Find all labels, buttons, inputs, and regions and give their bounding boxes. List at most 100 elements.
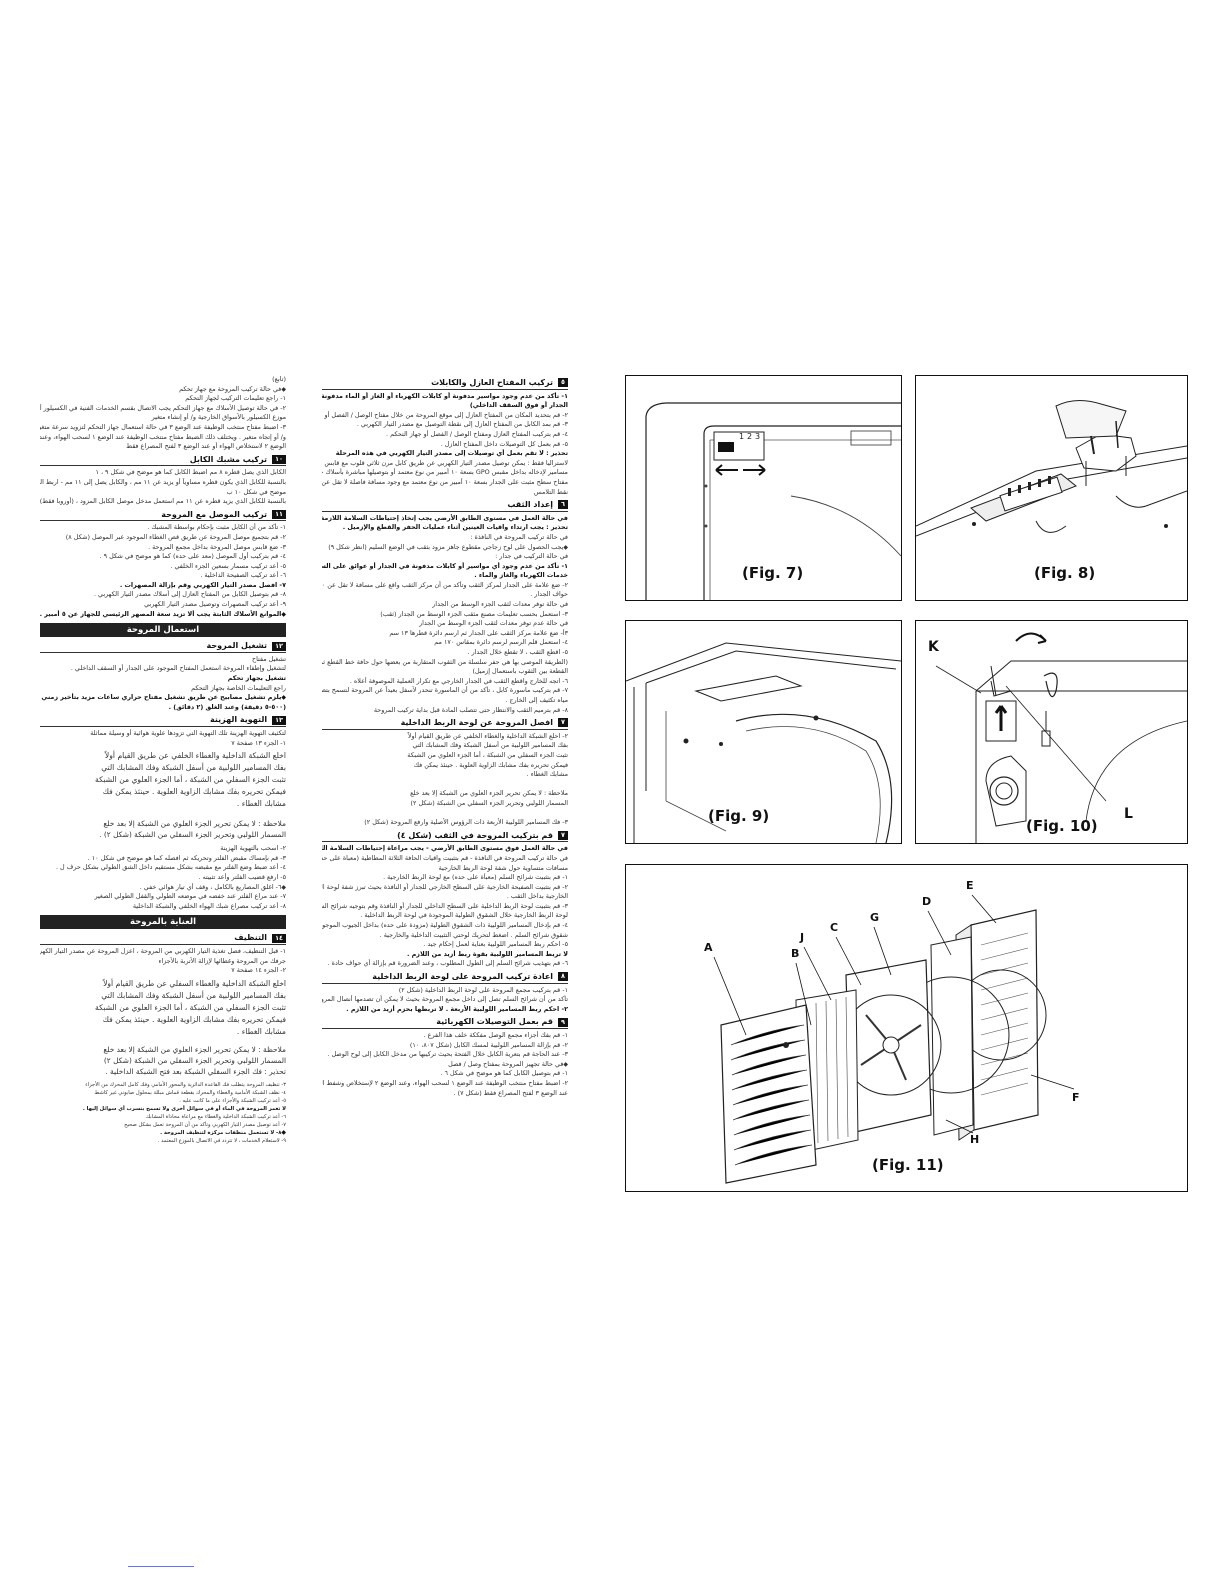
- text-line: المسمار اللولبي وتحرير الجزء السفلي من ا…: [410, 798, 569, 807]
- text-line: ٤- قم بإدخال المسامير اللولبية ذات الشقو…: [322, 921, 568, 930]
- text-line: ٤- قم بتركيب المفتاح العازل ومفتاح الوصل…: [386, 429, 568, 438]
- text-line: ٢- قم بإزالة المسامير اللولبية لمسك الكا…: [409, 1040, 568, 1049]
- text-line: في حالة تركيب المروحة في النافذة :: [470, 532, 568, 541]
- text-line: لتشغيل وإطفاء المروحة استعمل المفتاح الم…: [70, 664, 286, 673]
- note-block: ملاحظة : لا يمكن تحرير الجزء العلوي من ا…: [40, 1044, 286, 1077]
- text-line: ٩- أعد تركيب المصهرات وتوصيل مصدر التيار…: [144, 600, 286, 609]
- text-line: تحذير : يجب ارتداء واقيات العينين أثناء …: [342, 523, 568, 532]
- text-line: فيمكن تحريره بفك مشابك الزاوية العلوية .…: [102, 1014, 286, 1024]
- section-number: ٥: [558, 378, 568, 388]
- text-line: تشغيل بجهاز تحكم: [227, 674, 286, 683]
- figure-10-caption: (Fig. 10): [1026, 817, 1098, 835]
- text-line: تثبت الجزء السفلي من الشبكة ، أما الجزء …: [95, 775, 286, 785]
- text-line: ١- قم بتركيب مجمع المروحة على لوحة الربط…: [398, 985, 568, 994]
- text-line: تأكد من أن شرائح السلم تصل إلى داخل مجمع…: [322, 995, 568, 1004]
- text-line: الوضع ٢ لاستخلاص الهواء أو عند الوضع ٣ ل…: [126, 442, 286, 451]
- text-line: اخلع الشبكة الداخلية والغطاء السفلي عن ط…: [103, 978, 286, 988]
- figure-7-panel: 1 2 3 (Fig. 7): [625, 375, 902, 601]
- text-line: مسامير لإدخاله بداخل مقبس GPO بسعة ١٠ أم…: [322, 468, 568, 477]
- text-line: الجدار أو فوق السقف الداخلي): [469, 401, 568, 410]
- figure-8-drawing: [916, 400, 1187, 537]
- switch-label-2: 2: [747, 432, 753, 441]
- label-g: G: [870, 911, 880, 924]
- section-number: ١٤: [272, 933, 286, 943]
- text-line: ١- تأكد من عدم وجود أي مواسير أو كابلات …: [322, 561, 568, 570]
- text-line: مشابك الغطاء .: [236, 1026, 286, 1036]
- text-line: موزع الكسيلور بالأسواق الخارجية و/ أو إن…: [151, 413, 286, 422]
- section-number: ١٢: [272, 641, 286, 651]
- section-number: ٧: [558, 718, 568, 728]
- text-line: القطعة بين الثقوب باستعمال إزميل): [472, 667, 568, 676]
- section-number: ١١: [272, 510, 286, 520]
- figure-7-drawing: [645, 402, 901, 600]
- text-line: (٥٠٠-٥ دقيقة) وعند الغلق (٢ دقائق) .: [168, 702, 286, 711]
- text-line: بالنسبة للكابل الذي يزيد قطره عن ١١ مم ا…: [40, 497, 286, 506]
- text-line: بفك المسامير اللولبية من أسفل الشبكة وفك…: [101, 990, 286, 1000]
- section-title: قم بعمل التوصيلات الكهربائية: [436, 1017, 554, 1027]
- text-line: (الطريقة الموصى بها هي حفر سلسلة من الثق…: [322, 657, 568, 666]
- text-line: مياه تكثيف إلى الخارج .: [505, 696, 568, 704]
- text-line: المسمار اللولبي وتحرير الجزء السفلي من ا…: [103, 1055, 286, 1065]
- text-line: لوحة الربط الخارجية خلال الشقوق الطولية …: [360, 911, 568, 920]
- text-line: مفتاح سطح مثبت على الجدار بسعة ١٠ أمبير …: [322, 477, 568, 486]
- section-title: تركيب الموصل مع المروحة: [161, 509, 268, 519]
- text-line: تحذير : لا تقم بعمل أي توصيلات إلى مصدر …: [335, 449, 568, 458]
- text-line: ٨- قم بتوصيل الكابل من المفتاح العازل إل…: [93, 590, 286, 599]
- label-f: F: [1072, 1091, 1080, 1104]
- text-line: بفك المسامير اللولبية من أسفل الشبكة وفك…: [412, 741, 569, 750]
- text-line: ٩- لاستعلام الخدمات ، لا تتردد في الاتصا…: [157, 1137, 286, 1144]
- left-text-column: (تابع)في حالة تركيب المروحة مع جهاز تحكم…: [40, 375, 286, 1145]
- text-line: يلزم تشغيل مصابيح عن طريق تشغيل مفتاح حر…: [40, 693, 286, 703]
- text-line: ٤- نظف الشبكة الأمامية والغطاء والمحرك ب…: [94, 1089, 286, 1096]
- section-title: التنظيف: [234, 933, 268, 943]
- text-line: مسافات متساوية حول شفة لوحة الربط الخارج…: [438, 863, 568, 872]
- text-line: لا تغمر المروحة في الماء أو في سوائل أخر…: [82, 1105, 286, 1112]
- section-number: ٧: [558, 831, 568, 841]
- text-line: مشابك الغطاء .: [236, 799, 286, 809]
- text-line: ١- تأكد من عدم وجود مواسير مدفونة أو كاب…: [322, 391, 568, 400]
- text-line: في حالة تركيب المروحة مع جهاز تحكم: [40, 385, 286, 395]
- text-line: ٧- أعد توصيل مصدر التيار الكهربي وتأكد م…: [124, 1121, 286, 1128]
- figure-8-caption: (Fig. 8): [1034, 564, 1096, 582]
- section-title: إعداد الثقب: [507, 500, 554, 510]
- text-line: تثبت الجزء السفلي من الشبكة ، أما الجزء …: [95, 1002, 286, 1012]
- text-line: يجب الحصول على لوح زجاجي مقطوع جاهز مزود…: [322, 543, 568, 553]
- text-line: ٢- احكم ربط المسامير اللولبية الأربعة . …: [346, 1004, 568, 1013]
- section-number: ٨: [558, 972, 568, 982]
- text-line: ٢- قم بتثبيت الصفيحة الخارجية على السطح …: [322, 882, 568, 891]
- text-line: ٣- قم بإمساك مقبض الفلتر وتحريكه ثم افصل…: [87, 853, 286, 862]
- text-line: تثبت الجزء السفلي من الشبكة ، أما الجزء …: [407, 750, 568, 759]
- text-line: ٢- احلع الشبكة الداخلية والغطاء الخلفي ع…: [407, 731, 568, 740]
- text-line: ٥- أعد تركيب الشبكة والأجزاء على ما كانت…: [179, 1097, 286, 1104]
- section-number: ١٠: [272, 455, 286, 465]
- text-line: ٦- أعد تركيب الشبكة الداخلية والغطاء مع …: [145, 1113, 286, 1120]
- small-notes: ٣- تنظيف المروحة يتطلب فك القاعدة الدائر…: [40, 1081, 286, 1145]
- section-heading: ٨ اعادة تركيب المروحة على لوحة الربط الدا…: [322, 972, 568, 984]
- text-line: ملاحظة : لا يمكن تحرير الجزء العلوي من ا…: [103, 1044, 286, 1054]
- text-line: ٣- قم بتثبيت لوحة الربط الداخلية على الس…: [322, 901, 568, 910]
- text-line: ٤- أعد ضبط وضع الفلتر مع مقبضه بشكل مستق…: [55, 863, 286, 872]
- label-d: D: [922, 895, 932, 908]
- section-band: العناية بالمروحة: [40, 915, 286, 930]
- text-line: ٣- فك المسامير اللولبية الأربعة ذات الرؤ…: [364, 818, 568, 827]
- text-line: الخارجية بداخل الثقب .: [506, 892, 568, 901]
- text-line: ٢- اضبط مفتاح منتخب الوظيفة عند الوضع ١ …: [322, 1078, 568, 1087]
- text-line: الكابل الذي يصل قطره ٨ مم اضبط الكابل كم…: [95, 468, 286, 477]
- text-line: ٣- استعمل بحسب تعليمات مصنع مثقب الجزء ا…: [380, 609, 568, 618]
- text-line: ٢- في حالة توصيل الأسلاك مع جهاز التحكم …: [40, 403, 286, 412]
- text-line: ٥- احكم ربط المسامير اللولبية بعناية لعم…: [423, 940, 568, 949]
- text-line: تشغيل مفتاح: [251, 654, 286, 663]
- text-line: ٥- أعد تركيب مسمار بسعين الجزء الخلفي .: [170, 561, 286, 570]
- text-line: المسمار اللولبي وتحرير الجزء السفلي من ا…: [99, 830, 286, 840]
- instruction-block: اخلع الشبكة الداخلية والغطاء السفلي عن ط…: [40, 978, 286, 1038]
- section-title: اعادة تركيب المروحة على لوحة الربط الداخ…: [372, 972, 554, 982]
- text-line: [322, 809, 568, 819]
- text-line: في حالة العمل في مستوى الطابق الأرضي يجب…: [322, 513, 568, 522]
- text-line: راجع التعليمات الخاصة بجهاز التحكم: [191, 683, 286, 692]
- label-j: J: [800, 931, 805, 944]
- label-h: H: [970, 1133, 980, 1146]
- text-line: نقط التلامس: [533, 487, 568, 496]
